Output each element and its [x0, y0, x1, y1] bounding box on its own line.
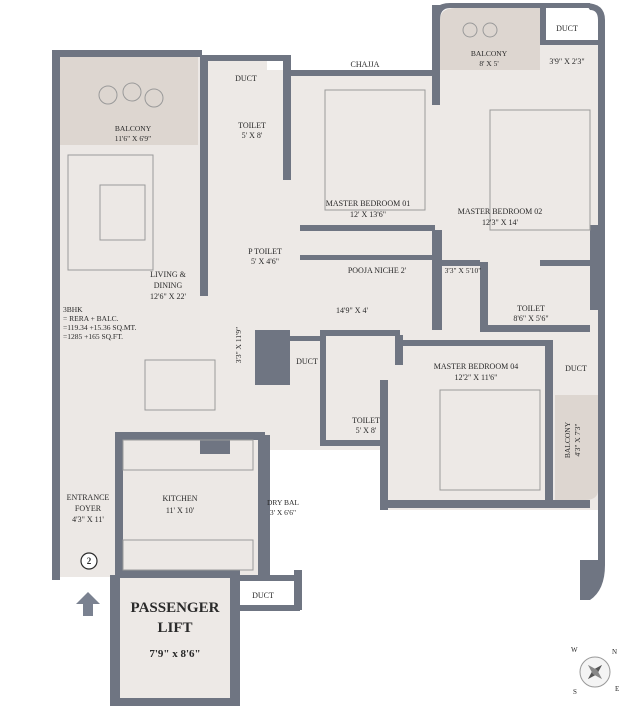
master-bed-01-size: 12' X 13'6" [350, 210, 386, 219]
room-labels: BALCONY 11'6" X 6'9" DUCT TOILET 5' X 8'… [67, 24, 587, 660]
master-bed-01-name: MASTER BEDROOM 01 [326, 199, 410, 208]
balcony-top-right-area [440, 8, 540, 70]
balcony-main-name: BALCONY [115, 124, 152, 133]
compass-s: S [573, 688, 577, 696]
compass-w: W [571, 646, 578, 654]
passage-size: 14'9" X 4' [336, 306, 368, 315]
master-bed-02-name: MASTER BEDROOM 02 [458, 207, 542, 216]
summary-line-4: =1285 +165 SQ.FT. [63, 332, 123, 341]
passage-vertical-size: 3'3" X 11'9" [234, 327, 243, 363]
balcony-right-size: 4'3" X 7'3" [573, 424, 582, 457]
duct-top-right: DUCT [556, 24, 578, 33]
chajja-label: CHAJJA [351, 60, 380, 69]
compass-n: N [612, 648, 617, 656]
living-size: 12'6" X 22' [150, 292, 186, 301]
compass-e: E [615, 685, 619, 693]
furniture [67, 22, 591, 571]
p-toilet-name: P TOILET [248, 247, 282, 256]
walls [52, 3, 605, 706]
dry-bal-size: 3' X 6'6" [270, 508, 296, 517]
toilet-2-name: TOILET [352, 416, 380, 425]
toilet-3-size: 8'6" X 5'6" [513, 314, 548, 323]
balcony-right-name: BALCONY [563, 421, 572, 458]
master-bed-04-size: 12'2" X 11'6" [455, 373, 498, 382]
entrance-marker: 2 [80, 552, 98, 570]
area-summary: 3BHK = RERA + BALC. =119.34 +15.36 SQ.MT… [63, 305, 137, 341]
toilet-2-size: 5' X 8' [356, 426, 377, 435]
balcony-top-right-name: BALCONY [471, 49, 508, 58]
entrance-name: ENTRANCE [67, 493, 110, 502]
lift-size: 7'9" x 8'6" [149, 648, 200, 660]
entry-arrow-icon [76, 592, 100, 616]
pooja-niche: POOJA NICHE 2' [348, 266, 407, 275]
compass-icon: N E W S [571, 646, 619, 696]
toilet-3-name: TOILET [517, 304, 545, 313]
kitchen-size: 11' X 10' [166, 506, 195, 515]
lift-name-2: LIFT [157, 620, 192, 636]
summary-line-1: 3BHK [63, 305, 83, 314]
lift-name: PASSENGER [131, 600, 220, 616]
living-name: LIVING & [150, 270, 187, 279]
balcony-right-area [555, 395, 598, 500]
summary-line-2: = RERA + BALC. [63, 314, 119, 323]
living-name-2: DINING [154, 281, 183, 290]
entrance-size: 4'3" X 11' [72, 515, 104, 524]
duct-top-left: DUCT [235, 74, 257, 83]
duct-mid: DUCT [296, 357, 318, 366]
balcony-top-right-size: 8' X 5' [479, 59, 499, 68]
entrance-number: 2 [87, 556, 92, 566]
balcony-main-size: 11'6" X 6'9" [115, 134, 151, 143]
dry-bal-name: DRY BAL [267, 498, 299, 507]
toilet-1-name: TOILET [238, 121, 266, 130]
master-bed-02-size: 12'3" X 14' [482, 218, 518, 227]
duct-right: DUCT [565, 364, 587, 373]
master-bed-04-name: MASTER BEDROOM 04 [434, 362, 518, 371]
p-toilet-size: 5' X 4'6" [251, 257, 279, 266]
entrance-name-2: FOYER [75, 504, 102, 513]
small-size: 3'3" X 5'10" [445, 266, 482, 275]
summary-line-3: =119.34 +15.36 SQ.MT. [63, 323, 137, 332]
duct-bottom: DUCT [252, 591, 274, 600]
duct-top-right-size: 3'9" X 2'3" [549, 57, 584, 66]
kitchen-name: KITCHEN [162, 494, 197, 503]
toilet-1-size: 5' X 8' [242, 131, 263, 140]
balcony-main-area [58, 57, 198, 145]
